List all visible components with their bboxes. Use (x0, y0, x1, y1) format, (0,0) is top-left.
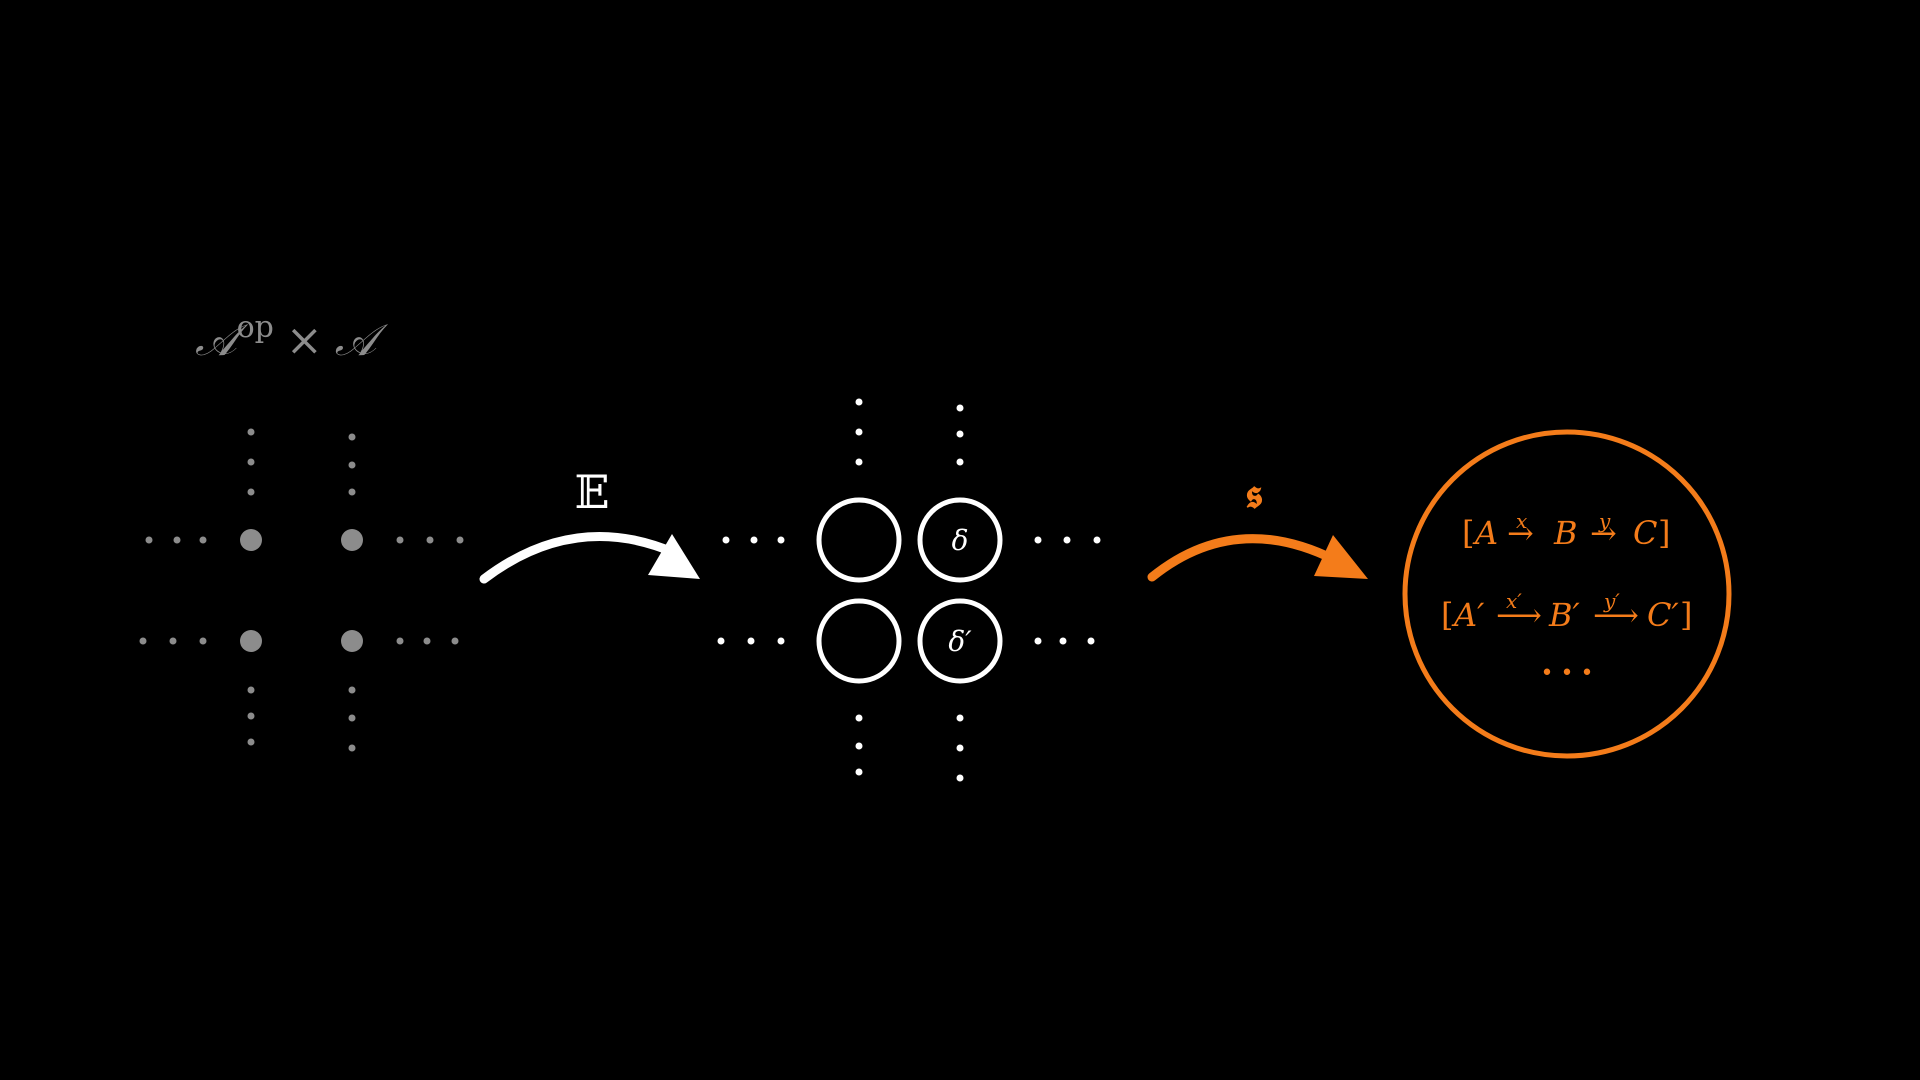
result-circle: [ A → x B → y C ] [ A′ ⟶ x′ B′ ⟶ y′ C′ ]… (1402, 429, 1732, 759)
node-circle (816, 497, 902, 583)
grid-dot (348, 433, 356, 441)
arrow-s-head (1314, 535, 1368, 579)
grid-dot (717, 637, 725, 645)
grid-dot (199, 637, 207, 645)
op-superscript: op (237, 310, 274, 345)
grid-dot (348, 714, 356, 722)
grid-dot (956, 744, 964, 752)
left-grid: 𝒜op×𝒜 (139, 310, 464, 752)
arrow-e-label: 𝔼 (574, 465, 609, 519)
grid-dot (247, 458, 255, 466)
left-label: 𝒜op×𝒜 (195, 310, 389, 366)
arrow-e-curve (479, 532, 680, 584)
arrow-e-head (648, 534, 700, 579)
grid-dot (956, 404, 964, 412)
grid-dot (173, 536, 181, 544)
grid-dot (247, 686, 255, 694)
row1-close: ] (1658, 514, 1670, 552)
sequence-row-1: [ A → x B → y C ] (1462, 509, 1670, 552)
grid-dot (247, 488, 255, 496)
arrow-s-label: 𝖘 (1245, 471, 1263, 518)
row2-arrow2: ⟶ (1593, 596, 1639, 634)
node-circle (816, 598, 902, 684)
grid-dot (956, 714, 964, 722)
row1-arrow1: → (1507, 514, 1534, 552)
grid-dot (396, 536, 404, 544)
grid-dot (396, 637, 404, 645)
row2-x: x′ (1506, 589, 1522, 613)
grid-dot (169, 637, 177, 645)
arrow-s: 𝖘 (1147, 471, 1368, 582)
grid-dot (777, 637, 785, 645)
arrow-s-curve (1147, 534, 1340, 582)
row2-a: A′ (1451, 596, 1485, 634)
result-ellipsis: • • • (1541, 661, 1594, 686)
grid-dot (145, 536, 153, 544)
result-circle-outline (1402, 429, 1732, 759)
grid-dot (855, 398, 863, 406)
delta-label: δ (952, 524, 969, 557)
grid-dot (456, 536, 464, 544)
row2-c: C′ (1647, 596, 1679, 634)
grid-dot (139, 637, 147, 645)
grid-dot (1087, 637, 1095, 645)
grid-dot (423, 637, 431, 645)
grid-dot (348, 686, 356, 694)
grid-dot (1059, 637, 1067, 645)
row1-a: A (1472, 514, 1498, 552)
grid-dot (348, 744, 356, 752)
grid-dot (451, 637, 459, 645)
delta-prime-label: δ′ (948, 625, 972, 658)
row1-x: x (1516, 509, 1527, 533)
grid-dot (247, 428, 255, 436)
grid-dot (855, 428, 863, 436)
middle-grid: δ δ′ (717, 398, 1101, 782)
grid-dot (1034, 536, 1042, 544)
grid-dot (1063, 536, 1071, 544)
grid-node (240, 529, 262, 551)
grid-dot (247, 712, 255, 720)
arrow-e: 𝔼 (479, 465, 700, 584)
row1-b: B (1553, 514, 1578, 552)
row2-y: y′ (1603, 589, 1620, 613)
times-symbol: × (286, 315, 323, 366)
grid-dot (855, 714, 863, 722)
row2-close: ] (1680, 596, 1692, 634)
grid-dot (855, 458, 863, 466)
row1-arrow2: → (1590, 514, 1617, 552)
row1-open: [ (1462, 514, 1474, 552)
grid-dot (348, 488, 356, 496)
grid-dot (199, 536, 207, 544)
grid-node (240, 630, 262, 652)
row1-y: y (1598, 509, 1611, 533)
grid-dot (747, 637, 755, 645)
row2-b: B′ (1548, 596, 1581, 634)
grid-dot (426, 536, 434, 544)
node-circle-delta-prime (917, 598, 1003, 684)
grid-dot (1034, 637, 1042, 645)
grid-dot (750, 536, 758, 544)
sequence-row-2: [ A′ ⟶ x′ B′ ⟶ y′ C′ ] (1441, 589, 1692, 634)
grid-dot (855, 742, 863, 750)
grid-dot (956, 774, 964, 782)
grid-dot (722, 536, 730, 544)
grid-dot (956, 430, 964, 438)
grid-dot (777, 536, 785, 544)
grid-dot (1093, 536, 1101, 544)
grid-dot (348, 461, 356, 469)
row2-arrow1: ⟶ (1496, 596, 1542, 634)
script-a-right: 𝒜 (335, 315, 389, 366)
grid-dot (855, 768, 863, 776)
grid-node (341, 529, 363, 551)
row2-open: [ (1441, 596, 1453, 634)
row1-c: C (1633, 514, 1657, 552)
grid-dot (956, 458, 964, 466)
node-circle-delta (917, 497, 1003, 583)
grid-dot (247, 738, 255, 746)
grid-node (341, 630, 363, 652)
